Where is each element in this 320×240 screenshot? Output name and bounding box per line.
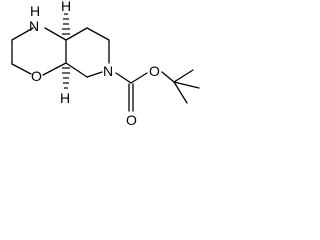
structure-canvas: N H H O H N O O (11, 0, 200, 128)
bond-cq-methyl-bottom (173, 81, 188, 104)
molecule-drawing: N H H O H N O O (11, 0, 200, 128)
carbonyl-o-label: O (126, 112, 137, 128)
bond-ester-o-cq (161, 71, 175, 83)
upper-stereo-h-label: H (61, 0, 71, 14)
bond-nh-c4a (44, 27, 67, 41)
ester-o-label: O (149, 63, 160, 79)
bond-n-c8 (86, 71, 103, 78)
amine-h-label: H (30, 3, 40, 19)
lower-hashed-wedge (62, 67, 70, 89)
ring-o-label: O (31, 68, 42, 84)
bond-cq-methyl-right (173, 81, 200, 89)
bond-c3-o (11, 63, 32, 75)
bond-n-carbonyl-c (115, 72, 132, 84)
bond-carbonyl-c-ester-o (130, 72, 148, 84)
bond-nh-c2 (11, 27, 34, 41)
amine-n-label: N (29, 18, 39, 34)
bond-o-c8a (42, 62, 67, 76)
lower-stereo-h-label: H (60, 90, 70, 106)
carbamate-n-label: N (103, 63, 113, 79)
upper-hashed-wedge (62, 13, 70, 35)
bond-c4a-c5 (65, 27, 88, 41)
bond-c5-c6 (86, 27, 110, 41)
bond-c8-c8a (65, 62, 88, 78)
bond-cq-methyl-top (173, 69, 194, 83)
